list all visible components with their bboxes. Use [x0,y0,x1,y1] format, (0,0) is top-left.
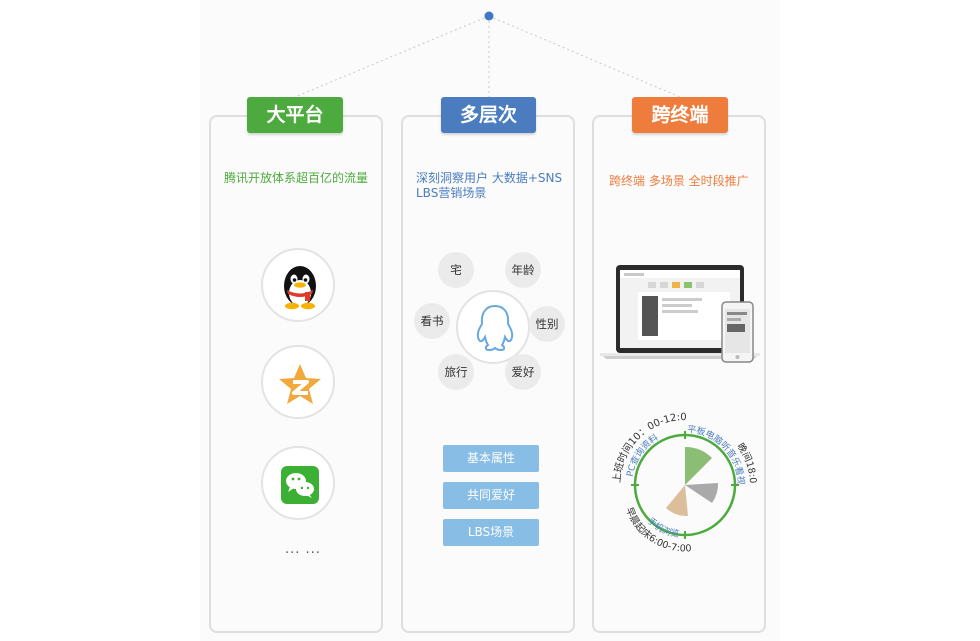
qq-icon-circle [261,248,335,322]
wechat-icon-circle [261,446,335,520]
basic-attributes-button[interactable]: 基本属性 [443,445,539,472]
tag-bubble-travel: 旅行 [438,354,474,390]
tag-bubble-hobby: 爱好 [505,354,541,390]
desc-crossdevice: 跨终端 多场景 全时段推广 [609,174,749,188]
common-hobbies-button[interactable]: 共同爱好 [443,482,539,509]
user-outline-icon [476,304,514,352]
more-indicator: ... ... [285,542,321,557]
qzone-star-icon [279,364,321,404]
desc-multilayer-line1: 深刻洞察用户 大数据+SNS [416,171,563,185]
qq-penguin-icon [284,266,316,310]
desc-multilayer-line2: LBS营销场景 [416,186,487,200]
clock-label-top: 上班时间10：00-12:00 [600,400,687,483]
tag-crossdevice: 跨终端 [632,97,728,133]
panel-platform [209,115,383,633]
tag-bubble-gender: 性别 [529,306,565,342]
desc-platform: 腾讯开放体系超百亿的流量 [224,171,369,185]
tag-platform: 大平台 [247,97,343,133]
tag-multilayer: 多层次 [441,97,536,133]
qzone-icon-circle [261,345,335,419]
tag-bubble-age: 年龄 [505,252,541,288]
panel-multilayer [401,115,575,633]
daily-usage-clock: 上班时间10：00-12:00 PC查询资料 平板电脑听音乐看视频 晚间18:0… [600,400,758,554]
wechat-icon [281,466,319,504]
lbs-scene-button[interactable]: LBS场景 [443,519,539,546]
laptop-phone-illustration [600,265,760,363]
tag-bubble-home: 宅 [438,252,474,288]
user-center-circle [456,290,530,364]
tag-bubble-reading: 看书 [414,303,450,339]
hub-dot [484,11,494,21]
panel-crossdevice [592,115,766,633]
